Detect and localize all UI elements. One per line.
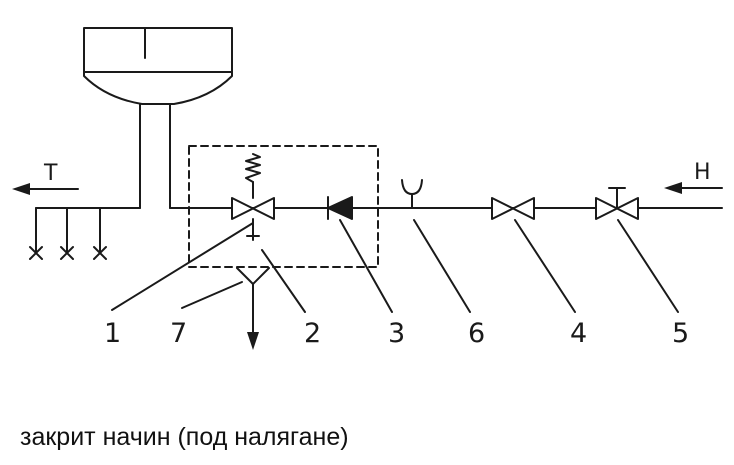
reducing-valve-icon bbox=[595, 187, 639, 220]
label-1: 1 bbox=[104, 318, 121, 349]
caption: закрит начин (под налягане) bbox=[20, 423, 349, 451]
outlet-pipe bbox=[35, 207, 141, 253]
flow-in-label: H bbox=[694, 160, 711, 185]
safety-group-box bbox=[188, 145, 379, 268]
label-7: 7 bbox=[170, 318, 187, 349]
safety-valve-icon bbox=[231, 153, 275, 241]
flow-in-arrow-icon bbox=[664, 182, 723, 194]
label-3: 3 bbox=[388, 318, 405, 349]
gauge-connection-icon bbox=[401, 179, 423, 209]
label-6: 6 bbox=[468, 318, 485, 349]
label-2: 2 bbox=[304, 318, 321, 349]
shutoff-valve-icon bbox=[491, 197, 535, 220]
flow-out-label: T bbox=[43, 161, 58, 186]
leader-lines bbox=[111, 219, 679, 313]
drain-cross-icon bbox=[29, 246, 107, 260]
check-valve-icon bbox=[327, 196, 353, 220]
tank bbox=[83, 27, 233, 209]
label-5: 5 bbox=[672, 318, 689, 349]
drain-funnel-icon bbox=[236, 267, 270, 350]
flow-out-arrow-icon bbox=[12, 183, 79, 195]
label-4: 4 bbox=[570, 318, 587, 349]
